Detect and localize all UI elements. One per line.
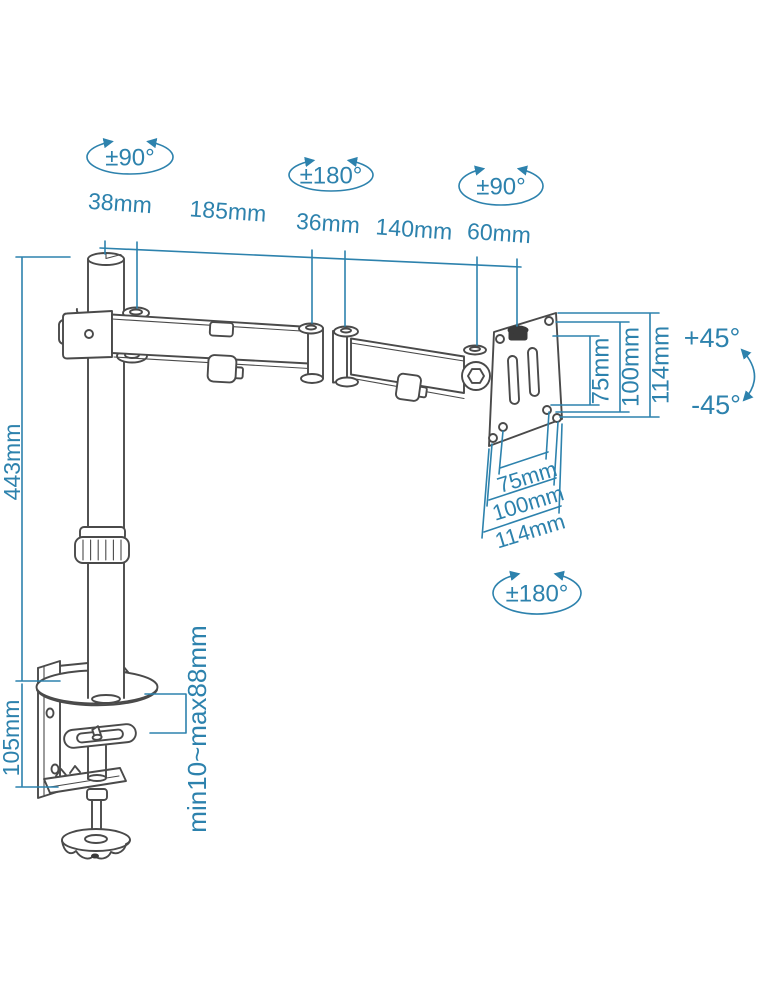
top-dimension-chain: 38mm 185mm 36mm 140mm 60mm (87, 188, 532, 346)
rotation-arrow-pole (86, 138, 174, 175)
rot-pole-label: ±90° (105, 145, 154, 172)
height-adjustment-collar (74, 526, 130, 564)
vesa-hole (488, 433, 498, 443)
dim-vesa-100v: 100mm (618, 327, 645, 407)
dim-vesa-75v: 75mm (588, 338, 615, 405)
hex-nut (467, 368, 485, 384)
vesa-hole (498, 422, 508, 432)
tilt-up-label: +45° (684, 323, 741, 353)
annotations: 38mm 185mm 36mm 140mm 60mm ±90° ±180° ±9… (0, 138, 756, 833)
dim-pole-height: 443mm (0, 424, 25, 501)
dim-185mm: 185mm (189, 195, 267, 226)
rotation-arrow-head (458, 165, 544, 206)
rot-vesa-label: ±180° (506, 581, 569, 608)
cable-clip-arm2 (394, 372, 428, 402)
dim-36mm: 36mm (295, 208, 361, 238)
vesa-side-dimensions: 75mm 100mm 114mm (550, 312, 675, 418)
clamp-pad (63, 723, 137, 749)
tilt-joint (461, 361, 491, 391)
cable-clip-top (208, 321, 235, 338)
rotation-arrow-vesa (492, 570, 582, 615)
rot-mid-label: ±180° (300, 163, 363, 190)
star-knob (61, 828, 131, 860)
dim-140mm: 140mm (375, 213, 453, 244)
rotation-symbols: ±90° ±180° ±90° ±180° (86, 138, 582, 615)
mid-joint (298, 322, 359, 388)
desk-thickness-dimension: min10~max88mm (144, 625, 212, 833)
vesa-hole (552, 413, 562, 423)
clamp-screw-assembly (61, 723, 137, 860)
cable-clip-hanging (206, 354, 244, 384)
mount-drawing (35, 252, 563, 860)
arm-segment-1 (111, 313, 310, 384)
left-dimensions: 443mm 105mm (0, 256, 71, 788)
vesa-plate (488, 312, 563, 447)
dim-desk-range: min10~max88mm (182, 625, 212, 832)
vesa-knob (507, 325, 529, 341)
rotation-arrow-mid (288, 156, 374, 192)
tilt-down-label: -45° (691, 390, 741, 420)
dim-clamp-height: 105mm (0, 700, 24, 777)
vesa-hole (495, 334, 505, 344)
arm-segment-2 (350, 337, 487, 402)
tilt-arc-arrow (740, 348, 756, 402)
dim-vesa-114v: 114mm (648, 326, 675, 404)
vesa-slot (527, 347, 540, 397)
vesa-hole (542, 405, 552, 415)
tilt-annotation: +45° -45° (684, 323, 756, 420)
dim-38mm: 38mm (87, 188, 153, 218)
vesa-slot (507, 355, 520, 405)
rot-head-label: ±90° (476, 174, 525, 201)
dim-60mm: 60mm (466, 218, 532, 248)
vesa-hole (544, 316, 554, 326)
